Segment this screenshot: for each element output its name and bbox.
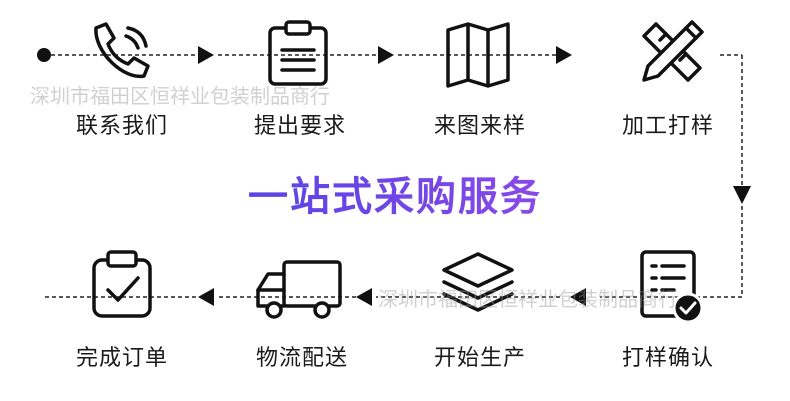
step-label-order-complete: 完成订单 [75,346,168,371]
step-label-contact: 联系我们 [75,114,168,139]
step-label-sampling: 加工打样 [621,114,714,139]
layers-icon [442,252,514,312]
arrow-right-3 [556,46,572,64]
watermark-bottom: 深圳市福田区恒祥业包装制品商行 [378,287,678,311]
truck-icon [256,260,342,319]
watermark-top: 深圳市福田区恒祥业包装制品商行 [30,84,330,108]
clipboard-check-icon [92,250,152,318]
ruler-pencil-icon [642,20,704,82]
document-check-icon [640,250,704,324]
headline: 一站式采购服务 [0,164,790,222]
arrow-left-1 [570,288,586,306]
clipboard-list-icon [268,20,328,86]
arrow-right-1 [198,46,214,64]
arrow-left-2 [356,288,372,306]
arrow-right-2 [378,46,394,64]
step-label-drawings-samples: 来图来样 [433,114,526,139]
step-label-production: 开始生产 [433,346,526,371]
top-flow-line [44,54,743,298]
step-label-sample-confirm: 打样确认 [621,346,714,371]
step-label-requirements: 提出要求 [253,114,346,139]
phone-icon [94,22,150,79]
map-icon [446,22,510,88]
step-label-logistics: 物流配送 [255,346,348,371]
arrow-down [733,186,751,204]
start-dot [37,48,51,62]
arrow-left-3 [198,288,214,306]
